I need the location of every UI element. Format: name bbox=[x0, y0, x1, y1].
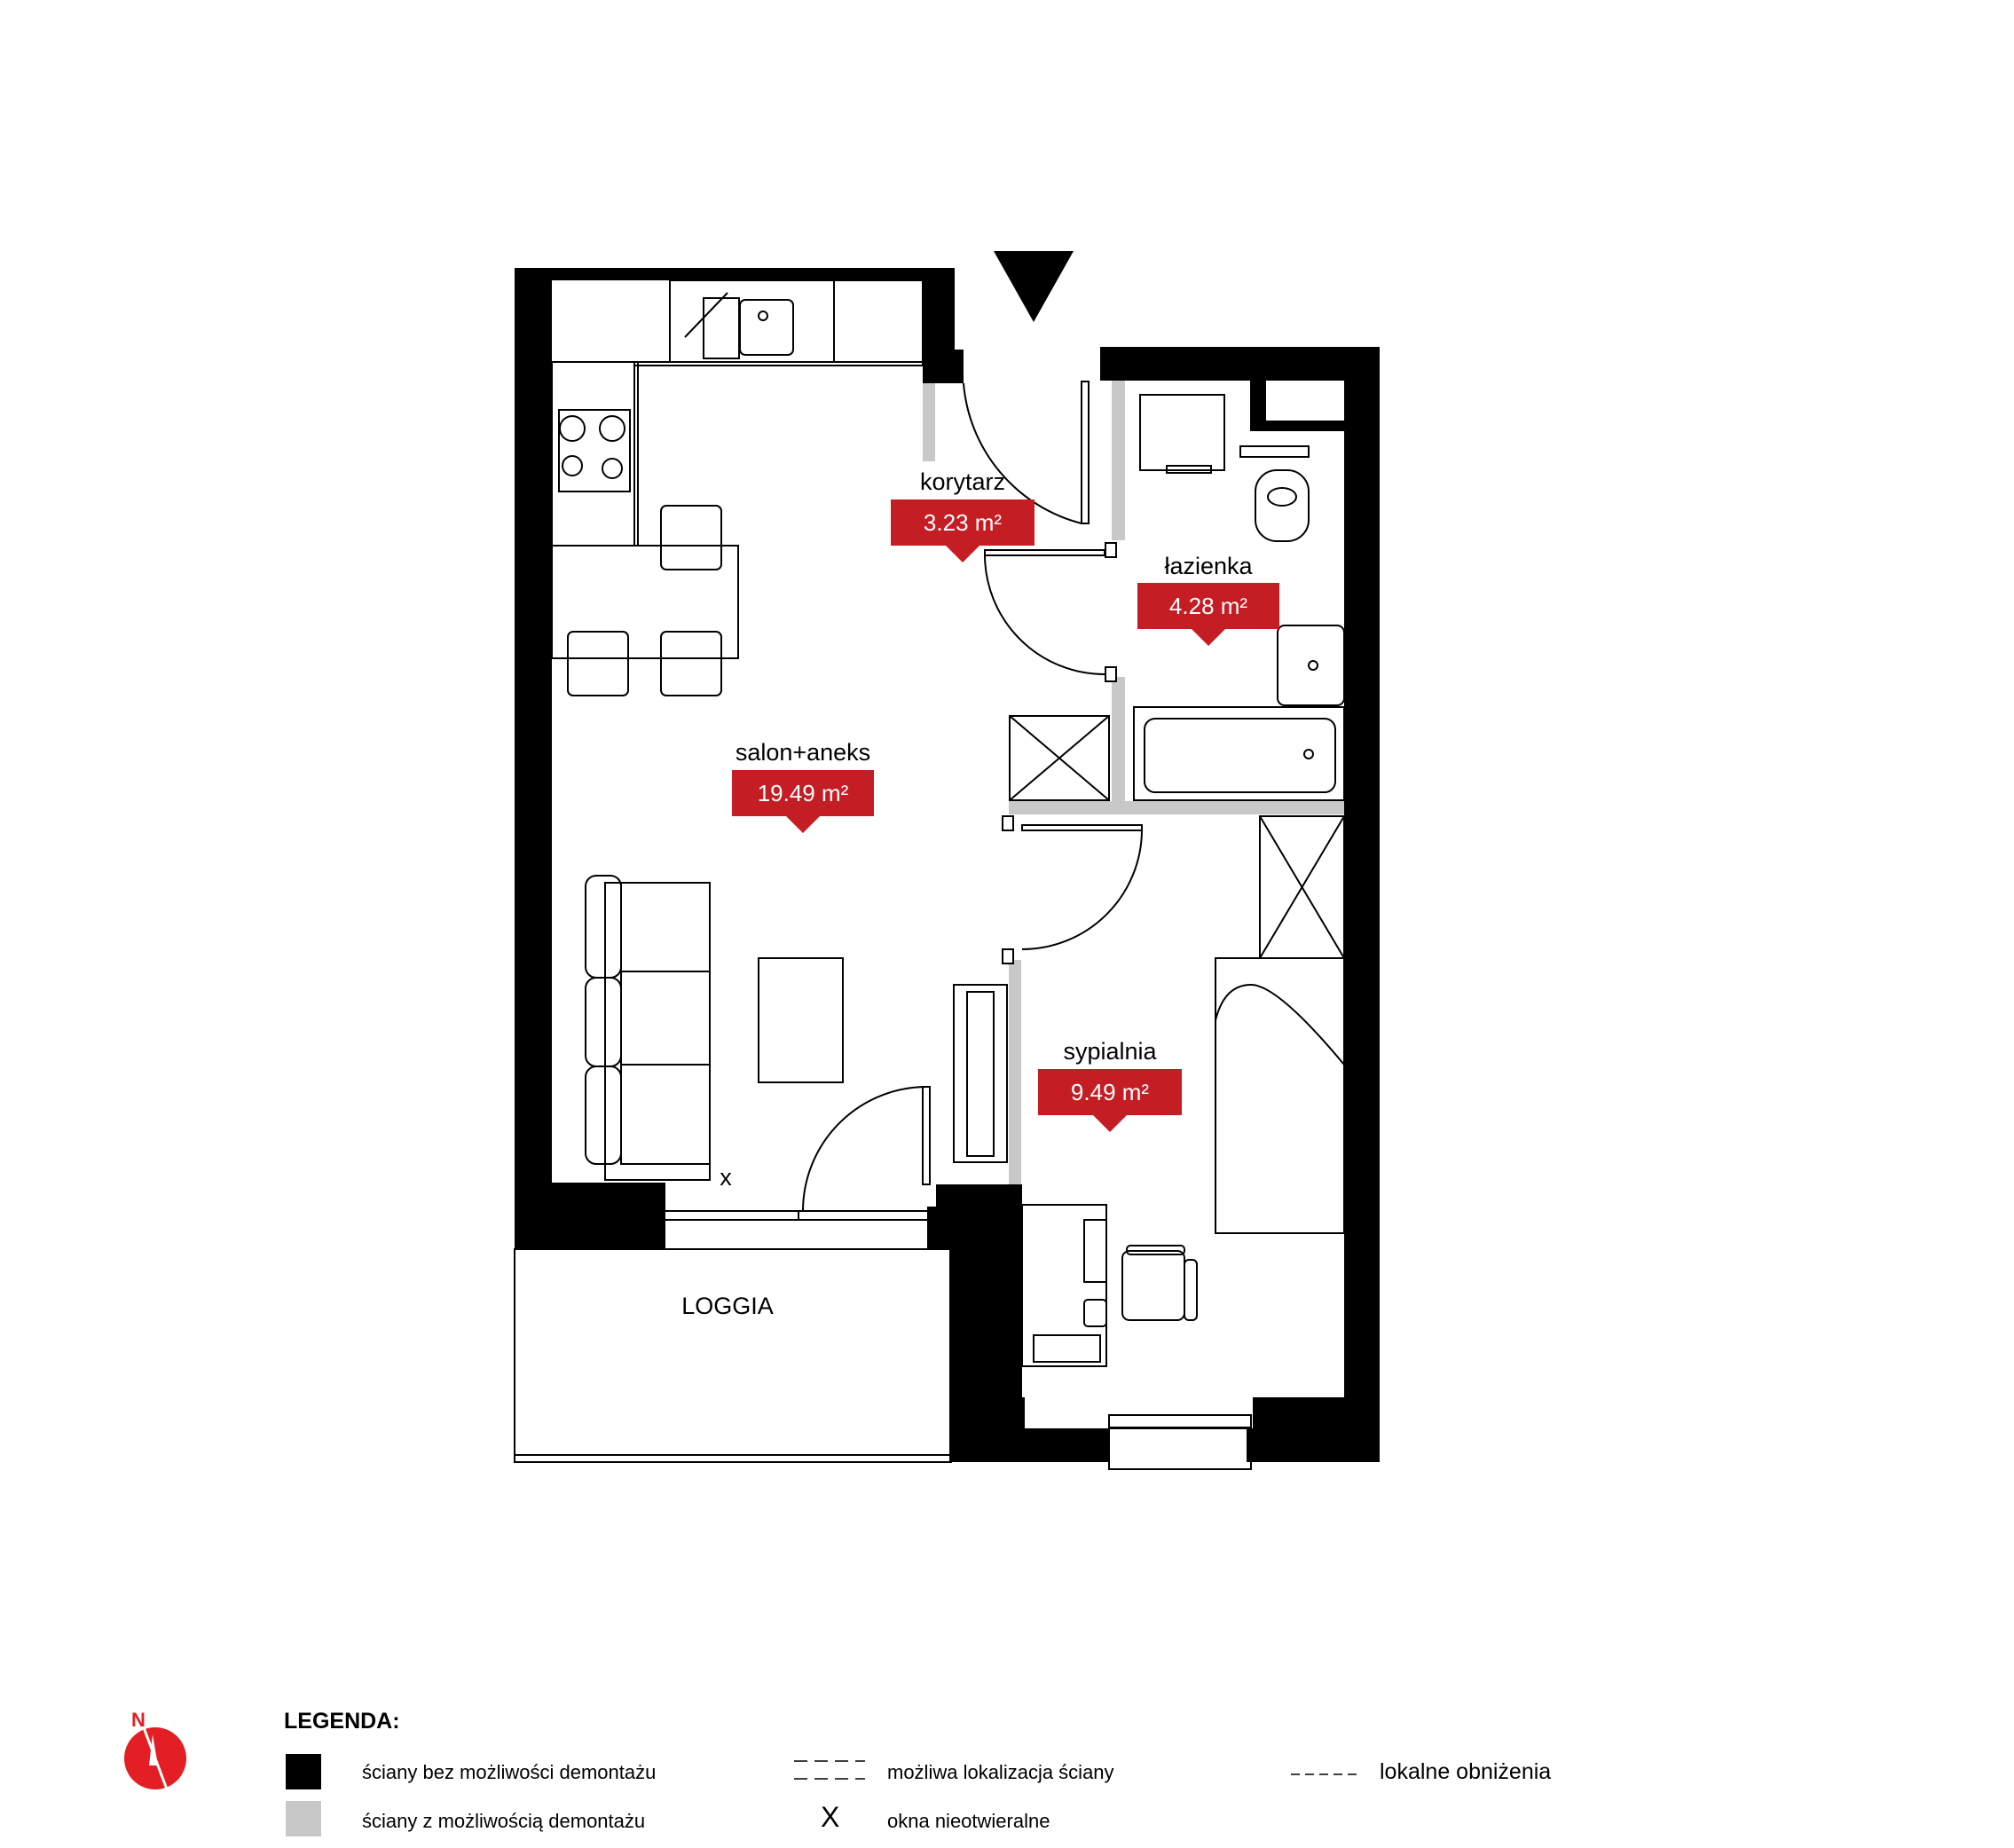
room-name-korytarz: korytarz bbox=[919, 468, 1006, 495]
doors bbox=[802, 381, 1143, 1212]
compass-icon bbox=[124, 1722, 186, 1795]
legend-text-removable-walls: ściany z możliwością demontażu bbox=[362, 1810, 646, 1832]
legend-fixed-wall-swatch bbox=[286, 1754, 321, 1789]
room-name-salon: salon+aneks bbox=[735, 739, 871, 766]
entrance-marker-icon bbox=[994, 251, 1074, 322]
fixed-window-mark: x bbox=[720, 1164, 732, 1191]
legend-text-possible-wall: możliwa lokalizacja ściany bbox=[887, 1761, 1114, 1783]
legend-symbols bbox=[286, 1754, 1362, 1836]
room-name-lazienka: łazienka bbox=[1164, 553, 1253, 579]
removable-walls bbox=[923, 381, 1344, 1184]
living-furniture bbox=[585, 875, 1008, 1181]
loggia-outline bbox=[514, 1248, 952, 1463]
structural-walls bbox=[515, 268, 1380, 1462]
room-name-sypialnia: sypialnia bbox=[1063, 1038, 1157, 1065]
windows bbox=[660, 1210, 1252, 1470]
legend-text-fixed-windows: okna nieotwieralne bbox=[887, 1810, 1050, 1832]
legend-removable-wall-swatch bbox=[286, 1801, 321, 1836]
legend-x-symbol: X bbox=[821, 1801, 840, 1833]
bathroom-fixtures bbox=[1009, 394, 1345, 801]
legend-title: LEGENDA: bbox=[284, 1709, 400, 1734]
legend-dashed-double-line-icon bbox=[794, 1760, 865, 1780]
compass-label: N bbox=[131, 1709, 146, 1731]
area-badge-salon: 19.49 m² bbox=[732, 770, 874, 833]
area-badge-korytarz: 3.23 m² bbox=[891, 499, 1035, 562]
kitchen-furniture bbox=[551, 279, 924, 696]
loggia-railing bbox=[514, 1454, 952, 1463]
room-name-loggia: LOGGIA bbox=[681, 1293, 774, 1319]
area-badge-lazienka: 4.28 m² bbox=[1137, 583, 1279, 646]
legend-text-fixed-walls: ściany bez możliwości demontażu bbox=[362, 1761, 657, 1783]
area-badge-sypialnia: 9.49 m² bbox=[1038, 1069, 1182, 1132]
bedroom-furniture bbox=[1021, 815, 1345, 1367]
door-jambs bbox=[1002, 542, 1117, 964]
legend-text-local-lowering: lokalne obniżenia bbox=[1380, 1759, 1552, 1784]
